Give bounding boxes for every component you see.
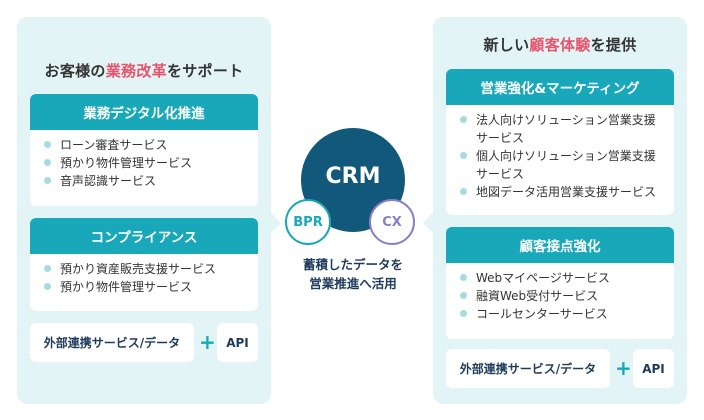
- service-list: ローン審査サービス 預かり物件管理サービス 音声認識サービス: [30, 130, 258, 196]
- card-business-digitalization: 業務デジタル化推進 ローン審査サービス 預かり物件管理サービス 音声認識サービス: [30, 94, 258, 206]
- list-item: 地図データ活用営業支援サービス: [460, 183, 664, 201]
- api-box: API: [217, 323, 258, 362]
- plus-icon: +: [199, 330, 216, 354]
- right-title-prefix: 新しい: [483, 36, 530, 54]
- list-item: Webマイページサービス: [460, 269, 664, 287]
- right-title-suffix: を提供: [590, 36, 637, 54]
- right-panel: 新しい顧客体験を提供 営業強化&マーケティング 法人向けソリューション営業支援サ…: [433, 17, 687, 404]
- bpr-bubble: BPR: [285, 199, 331, 245]
- list-item: 預かり物件管理サービス: [44, 278, 248, 296]
- card-header: コンプライアンス: [30, 218, 258, 254]
- crm-caption: 蓄積したデータを 営業推進へ活用: [282, 255, 424, 293]
- service-list: Webマイページサービス 融資Web受付サービス コールセンターサービス: [446, 263, 674, 329]
- left-title-highlight: 業務改革: [105, 62, 167, 80]
- caption-line: 蓄積したデータを: [302, 257, 403, 272]
- left-panel: お客様の業務改革をサポート 業務デジタル化推進 ローン審査サービス 預かり物件管…: [17, 17, 271, 404]
- list-item: 個人向けソリューション営業支援サービス: [460, 147, 664, 183]
- service-list: 法人向けソリューション営業支援サービス 個人向けソリューション営業支援サービス …: [446, 105, 674, 207]
- cx-bubble: CX: [369, 199, 415, 245]
- plus-icon: +: [615, 356, 632, 380]
- card-compliance: コンプライアンス 預かり資産販売支援サービス 預かり物件管理サービス: [30, 218, 258, 311]
- api-box: API: [633, 349, 674, 388]
- list-item: 融資Web受付サービス: [460, 287, 664, 305]
- list-item: 預かり資産販売支援サービス: [44, 260, 248, 278]
- list-item: 法人向けソリューション営業支援サービス: [460, 111, 664, 147]
- left-title-suffix: をサポート: [166, 62, 244, 80]
- list-item: 音声認識サービス: [44, 172, 248, 190]
- list-item: ローン審査サービス: [44, 136, 248, 154]
- card-header: 顧客接点強化: [446, 227, 674, 263]
- list-item: コールセンターサービス: [460, 305, 664, 323]
- external-data-box: 外部連携サービス/データ: [446, 349, 610, 388]
- right-panel-title: 新しい顧客体験を提供: [433, 34, 687, 55]
- right-title-highlight: 顧客体験: [529, 36, 591, 54]
- caption-line: 営業推進へ活用: [309, 276, 397, 291]
- right-arrow-icon: [423, 213, 433, 233]
- card-sales-marketing: 営業強化&マーケティング 法人向けソリューション営業支援サービス 個人向けソリュ…: [446, 69, 674, 215]
- card-header: 営業強化&マーケティング: [446, 69, 674, 105]
- card-customer-touchpoint: 顧客接点強化 Webマイページサービス 融資Web受付サービス コールセンターサ…: [446, 227, 674, 339]
- left-arrow-icon: [271, 213, 281, 233]
- left-title-prefix: お客様の: [44, 62, 106, 80]
- card-header: 業務デジタル化推進: [30, 94, 258, 130]
- list-item: 預かり物件管理サービス: [44, 154, 248, 172]
- left-panel-title: お客様の業務改革をサポート: [17, 60, 271, 81]
- service-list: 預かり資産販売支援サービス 預かり物件管理サービス: [30, 254, 258, 302]
- external-data-box: 外部連携サービス/データ: [30, 323, 194, 362]
